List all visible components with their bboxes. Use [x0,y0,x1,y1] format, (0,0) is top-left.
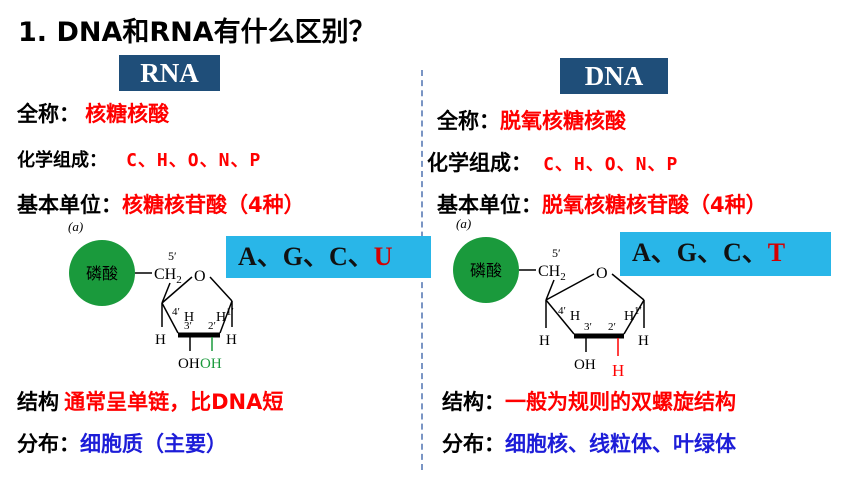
rna-tag: RNA [119,55,220,91]
dna-unit-label: 基本单位： [437,193,542,217]
dna-ch2: CH2 [538,263,566,283]
rna-diagram-marker: (a) [68,219,83,234]
dna-fullname-label: 全称： [437,109,500,133]
dna-unit-value: 脱氧核糖核苷酸（4种） [542,193,767,217]
rna-unit-label: 基本单位： [17,193,122,217]
rna-c1: 1′ [226,306,234,318]
dna-c2: 2′ [608,321,616,333]
dna-bond [545,299,575,335]
dna-bases-prefix: A、G、C、 [632,238,768,267]
dna-c3: 3′ [584,321,592,333]
dna-composition-label: 化学组成： [427,151,532,175]
rna-fullname-row: 全称： 核糖核酸 [17,98,169,128]
rna-fullname-value: 核糖核酸 [85,102,170,126]
rna-h-left: H [155,332,166,348]
dna-fullname-row: 全称：脱氧核糖核酸 [437,105,626,135]
dna-oh3: OH [574,357,596,373]
rna-distribution-value: 细胞质（主要） [80,432,227,456]
dna-distribution-value: 细胞核、线粒体、叶绿体 [505,432,736,456]
dna-structure-label: 结构： [442,390,505,414]
rna-structure-value: 通常呈单链，比DNA短 [64,390,284,414]
rna-structure-label: 结构 [17,390,59,414]
dna-c5: 5′ [552,246,561,260]
rna-distribution-row: 分布：细胞质（主要） [17,428,227,458]
dna-structure-row: 结构：一般为规则的双螺旋结构 [442,386,736,416]
rna-h-right: H [226,332,237,348]
rna-composition-value: C、H、O、N、P [126,150,262,171]
rna-composition-label: 化学组成： [17,150,107,171]
rna-unit-row: 基本单位：核糖核苷酸（4种） [17,189,305,219]
dna-unit-row: 基本单位：脱氧核糖核苷酸（4种） [437,189,767,219]
rna-phosphate-circle [69,240,135,306]
rna-bond [209,276,233,302]
rna-oh2: OH [200,356,222,372]
rna-c4: 4′ [172,306,180,318]
rna-ch2: CH2 [154,266,182,286]
dna-bond [545,279,555,301]
dna-h2: H [612,361,624,380]
dna-composition-row: 化学组成： C、H、O、N、P [427,147,678,177]
rna-fullname-label: 全称： [17,102,80,126]
dna-structure-value: 一般为规则的双螺旋结构 [505,390,736,414]
dna-c4: 4′ [558,305,566,317]
rna-ribose-diagram: (a) 磷酸 5′ CH2 O 4′ H H 1′ 3′ 2′ H H OH O… [68,219,237,372]
dna-phosphate-label: 磷酸 [470,261,502,280]
dna-bases-box: A、G、C、T [620,232,831,276]
rna-phosphate-label: 磷酸 [86,264,118,283]
dna-distribution-row: 分布：细胞核、线粒体、叶绿体 [442,428,736,458]
rna-unit-value: 核糖核苷酸（4种） [122,193,305,217]
dna-tag: DNA [560,58,668,94]
rna-h1: H [216,310,226,325]
rna-bond [161,276,193,304]
dna-bond [611,273,645,301]
dna-bond [623,299,645,335]
rna-bases-box: A、G、C、U [226,236,431,278]
rna-bases-prefix: A、G、C、 [238,242,374,271]
dna-bond [545,273,595,301]
dna-ring-oxygen: O [596,265,608,282]
dna-h-left: H [539,333,550,349]
page-title: 1. DNA和RNA有什么区别？ [18,17,376,48]
rna-ring-oxygen: O [194,268,206,285]
rna-structure-row: 结构 通常呈单链，比DNA短 [17,386,283,416]
rna-bases-last: U [373,242,393,271]
dna-phosphate-circle [453,237,519,303]
rna-c3: 3′ [184,320,192,332]
dna-h4: H [570,309,580,324]
dna-h1: H [624,309,634,324]
rna-h4: H [184,310,194,325]
dna-deoxyribose-diagram: (a) 磷酸 5′ CH2 O 4′ H H 1′ 3′ 2′ H H OH H [453,216,649,380]
rna-c5: 5′ [168,249,177,263]
dna-diagram-marker: (a) [456,216,471,231]
dna-distribution-label: 分布： [442,432,505,456]
dna-composition-value: C、H、O、N、P [543,154,679,175]
rna-bond [161,302,179,334]
dna-bases-last: T [767,238,786,267]
rna-composition-row: 化学组成： C、H、O、N、P [17,146,261,172]
rna-c2: 2′ [208,320,216,332]
dna-h-right: H [638,333,649,349]
rna-bond [161,282,171,304]
rna-bond [219,300,233,334]
rna-oh3: OH [178,356,200,372]
dna-fullname-value: 脱氧核糖核酸 [500,109,626,133]
rna-distribution-label: 分布： [17,432,80,456]
